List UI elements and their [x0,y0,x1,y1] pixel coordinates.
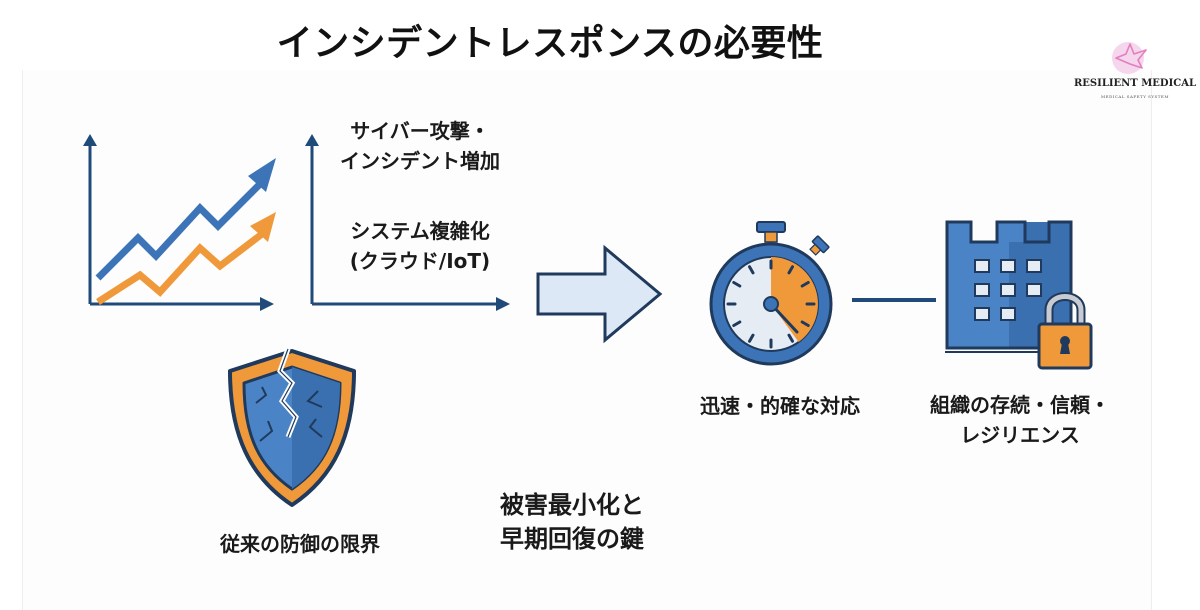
key-message: 被害最小化と 早期回復の鍵 [500,488,700,556]
axis-icon [305,134,510,311]
dove-icon [1112,42,1147,74]
outcome-label-line-1: 組織の存続・信頼・ [930,393,1110,417]
cyber-label-line-2: インシデント増加 [340,149,500,173]
clock-tick [732,320,742,327]
trend-line-orange [96,231,265,305]
trend-line-blue [95,179,265,281]
logo-tagline: MEDICAL SAFETY SYSTEM [1101,94,1169,99]
key-message-line-1: 被害最小化と [500,491,644,519]
clock-tick [787,333,794,343]
key-message-line-2: 早期回復の鍵 [500,525,644,553]
defense-limit-label: 従来の防御の限界 [220,532,380,556]
system-complexity-label: システム複雑化 (クラウド/IoT) [330,216,510,276]
clock-tick [787,265,794,275]
logo-name: RESILIENT MEDICAL [1073,78,1197,89]
page-title: インシデントレスポンスの必要性 [276,23,824,64]
response-label: 迅速・的確な対応 [700,394,860,418]
right-arrow-icon [536,244,663,344]
system-label-line-1: システム複雑化 [350,219,490,243]
clock-tick [748,265,755,275]
clock-tick [732,281,742,288]
connector-line [852,298,936,302]
stopwatch-icon [709,221,833,366]
trend-chart-icon [83,134,276,311]
padlock-icon [1037,292,1093,370]
outcome-label-line-2: レジリエンス [960,423,1080,447]
building-lock-icon [945,220,1093,370]
clock-ticks [726,259,816,349]
system-label-line-2: (クラウド/IoT) [349,249,491,273]
clock-tick [800,281,810,288]
cracked-shield-icon [228,348,356,507]
clock-tick [748,333,755,343]
clock-tick [800,320,810,327]
elapsed-wedge [771,257,818,342]
cyber-label-line-1: サイバー攻撃・ [350,119,490,143]
outcome-label: 組織の存続・信頼・ レジリエンス [900,390,1140,450]
cyber-attack-label: サイバー攻撃・ インシデント増加 [320,116,520,176]
